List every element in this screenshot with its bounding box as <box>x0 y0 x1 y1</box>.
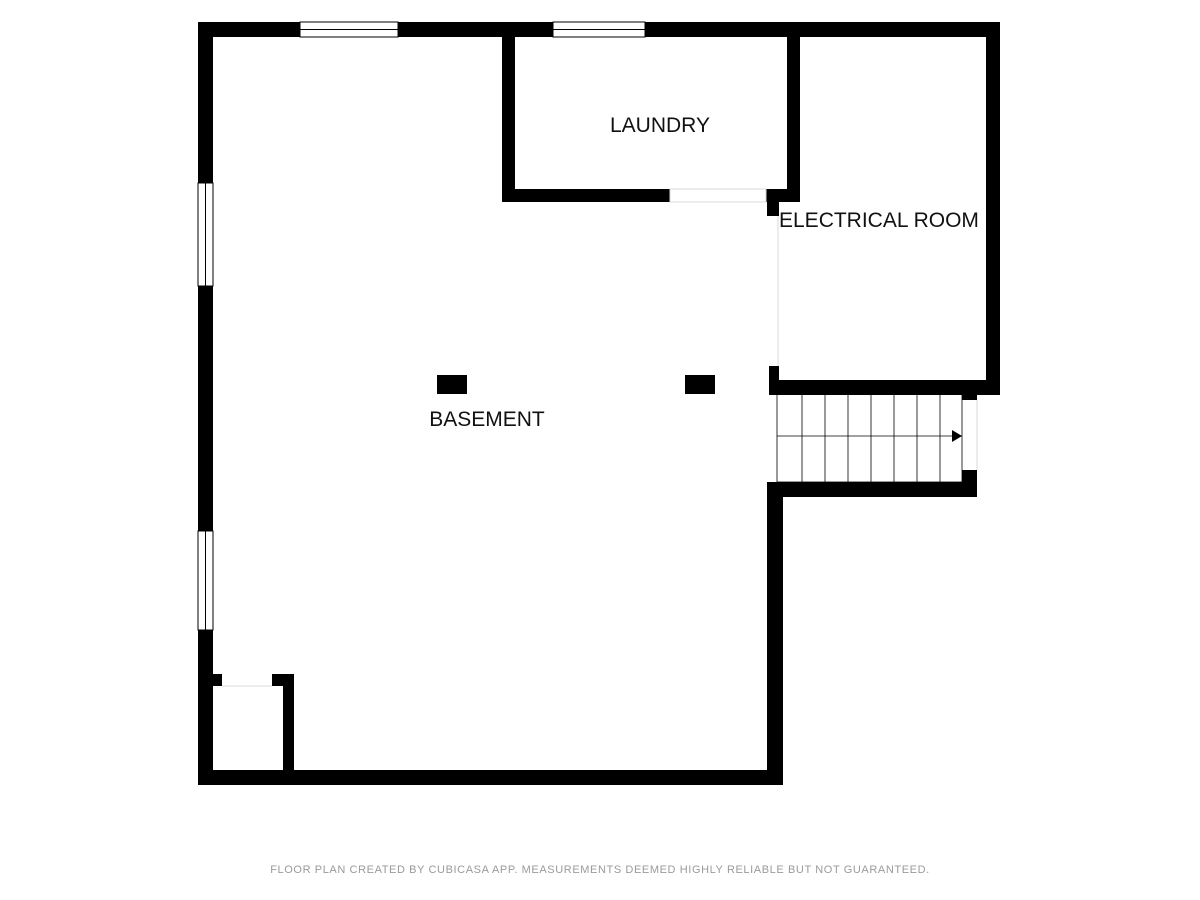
stairs <box>776 389 963 483</box>
room-label-laundry: LAUNDRY <box>610 114 710 137</box>
laundry-doorway <box>669 188 767 203</box>
room-label-basement: BASEMENT <box>429 408 545 431</box>
wall-bottom <box>198 770 783 785</box>
room-label-electrical-room: ELECTRICAL ROOM <box>779 209 979 232</box>
wall-electrical-left-bottom <box>769 366 779 395</box>
footer-disclaimer: FLOOR PLAN CREATED BY CUBICASA APP. MEAS… <box>270 864 930 876</box>
wall-stair-post <box>962 380 977 400</box>
wall-electrical-bottom <box>769 380 1000 395</box>
wall-electrical-left-top <box>767 200 779 216</box>
wall-electrical-right <box>986 22 1000 395</box>
wall-closet-top-left <box>213 674 222 686</box>
walls <box>198 22 1000 785</box>
wall-laundry-left <box>502 22 515 202</box>
wall-laundry-bottom <box>502 189 670 202</box>
wall-laundry-right <box>787 22 800 202</box>
wall-left <box>198 22 213 785</box>
windows <box>197 21 646 631</box>
arrow-right-icon <box>952 430 962 442</box>
wall-stair-post-lower <box>962 470 977 497</box>
support-column-2 <box>685 375 715 394</box>
wall-basement-right <box>767 482 783 785</box>
support-column-1 <box>437 375 467 394</box>
doorways <box>222 188 978 687</box>
wall-stair-bottom <box>767 482 977 497</box>
wall-closet-side <box>283 674 294 779</box>
